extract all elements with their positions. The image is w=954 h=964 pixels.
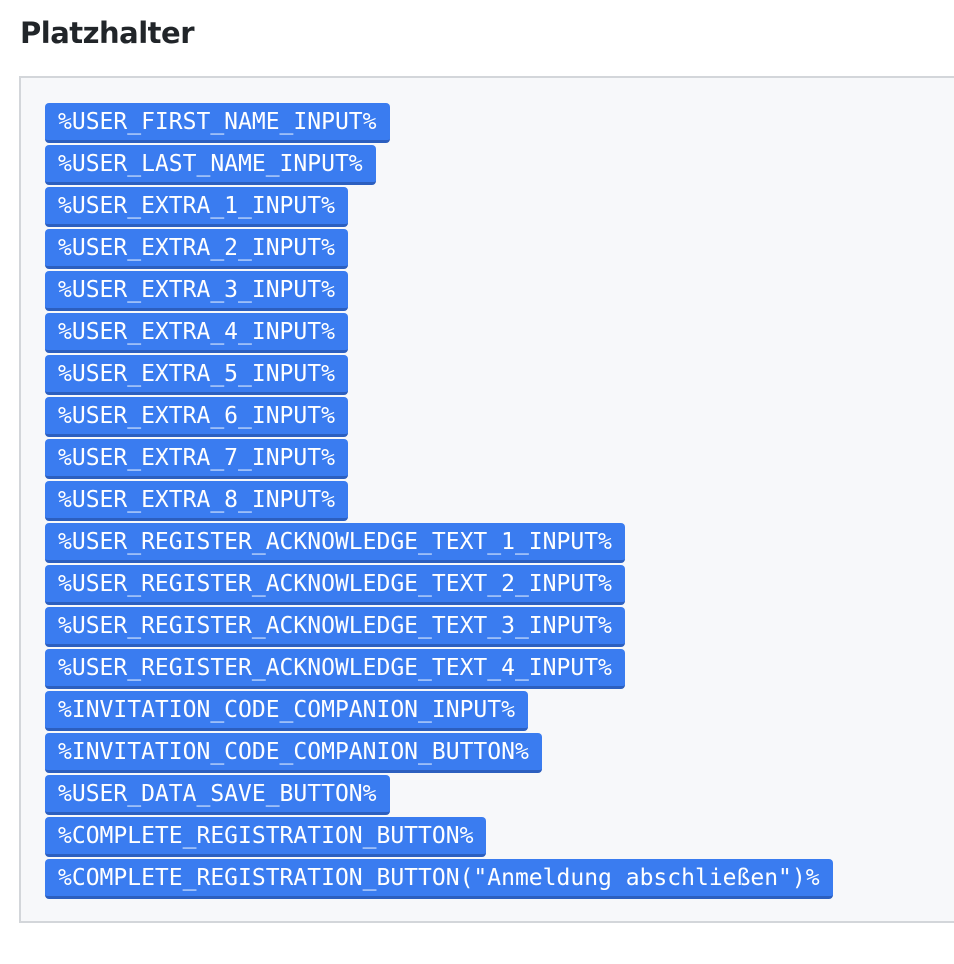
section-heading: Platzhalter bbox=[20, 16, 195, 50]
placeholder-tag[interactable]: %COMPLETE_REGISTRATION_BUTTON("Anmeldung… bbox=[45, 859, 833, 899]
placeholder-tag[interactable]: %USER_EXTRA_7_INPUT% bbox=[45, 439, 348, 479]
placeholder-tag[interactable]: %USER_EXTRA_5_INPUT% bbox=[45, 355, 348, 395]
placeholder-tag[interactable]: %USER_FIRST_NAME_INPUT% bbox=[45, 103, 390, 143]
placeholder-tag[interactable]: %INVITATION_CODE_COMPANION_INPUT% bbox=[45, 691, 528, 731]
placeholder-tag[interactable]: %COMPLETE_REGISTRATION_BUTTON% bbox=[45, 817, 487, 857]
placeholder-tag[interactable]: %USER_LAST_NAME_INPUT% bbox=[45, 145, 376, 185]
placeholder-tag[interactable]: %USER_EXTRA_8_INPUT% bbox=[45, 481, 348, 521]
placeholder-list: %USER_FIRST_NAME_INPUT%%USER_LAST_NAME_I… bbox=[45, 103, 833, 899]
placeholder-tag[interactable]: %USER_EXTRA_4_INPUT% bbox=[45, 313, 348, 353]
placeholder-tag[interactable]: %USER_REGISTER_ACKNOWLEDGE_TEXT_2_INPUT% bbox=[45, 565, 625, 605]
placeholder-tag[interactable]: %USER_REGISTER_ACKNOWLEDGE_TEXT_1_INPUT% bbox=[45, 523, 625, 563]
placeholder-tag[interactable]: %USER_REGISTER_ACKNOWLEDGE_TEXT_3_INPUT% bbox=[45, 607, 625, 647]
placeholder-tag[interactable]: %INVITATION_CODE_COMPANION_BUTTON% bbox=[45, 733, 542, 773]
placeholder-tag[interactable]: %USER_EXTRA_6_INPUT% bbox=[45, 397, 348, 437]
placeholder-tag[interactable]: %USER_DATA_SAVE_BUTTON% bbox=[45, 775, 390, 815]
placeholder-box: %USER_FIRST_NAME_INPUT%%USER_LAST_NAME_I… bbox=[19, 76, 954, 923]
placeholder-tag[interactable]: %USER_EXTRA_2_INPUT% bbox=[45, 229, 348, 269]
placeholder-tag[interactable]: %USER_REGISTER_ACKNOWLEDGE_TEXT_4_INPUT% bbox=[45, 649, 625, 689]
placeholder-tag[interactable]: %USER_EXTRA_1_INPUT% bbox=[45, 187, 348, 227]
placeholder-tag[interactable]: %USER_EXTRA_3_INPUT% bbox=[45, 271, 348, 311]
